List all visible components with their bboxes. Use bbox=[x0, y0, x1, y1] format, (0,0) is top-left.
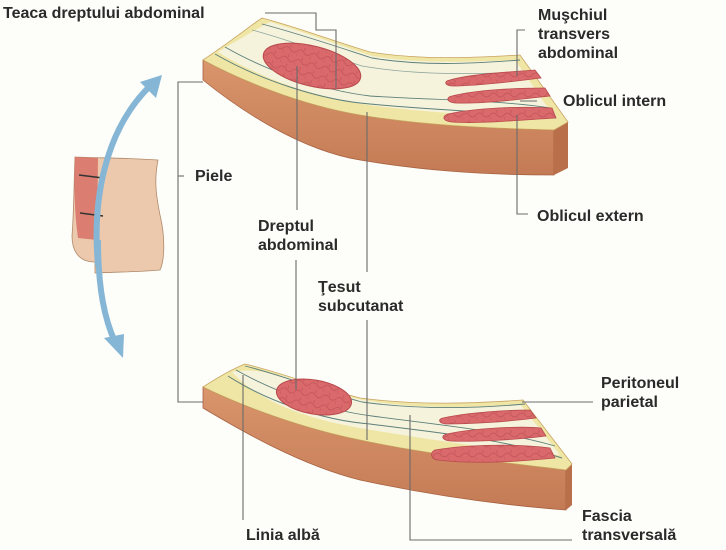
label-external-oblique: Oblicul extern bbox=[537, 208, 644, 225]
label-parietal-peritoneum: Peritoneul parietal bbox=[601, 374, 679, 412]
label-rectus-abdominis: Dreptul abdominal bbox=[258, 217, 338, 255]
label-line: Muşchiul bbox=[538, 7, 608, 24]
label-transversalis-fascia: Fascia transversală bbox=[582, 507, 676, 545]
label-linea-alba: Linia albă bbox=[246, 527, 320, 544]
label-line: abdominal bbox=[258, 237, 339, 254]
top-external-oblique-muscle bbox=[443, 106, 557, 123]
label-transversus-abdominis: Muşchiul transvers abdominal bbox=[538, 6, 618, 63]
label-skin: Piele bbox=[195, 168, 233, 185]
torso-inset bbox=[71, 75, 165, 358]
label-line: parietal bbox=[601, 394, 658, 411]
curved-arrow-down-icon bbox=[95, 239, 118, 344]
top-section-slab bbox=[202, 17, 569, 176]
bottom-section-slab bbox=[202, 363, 573, 511]
label-line: Dreptul bbox=[258, 218, 314, 235]
bottom-internal-oblique-muscle bbox=[442, 426, 547, 442]
bottom-external-oblique-muscle bbox=[431, 444, 556, 463]
label-line: transvers bbox=[538, 26, 611, 43]
bottom-transversus-muscle bbox=[439, 409, 537, 425]
upper-section-marker bbox=[78, 174, 104, 179]
label-line: Fascia bbox=[582, 508, 632, 525]
bottom-rectus-muscle bbox=[275, 378, 353, 416]
leader-lines bbox=[177, 12, 593, 541]
top-internal-oblique-muscle bbox=[447, 87, 551, 104]
label-line: subcutanat bbox=[318, 298, 404, 315]
label-line: Peritoneul bbox=[601, 375, 680, 392]
label-internal-oblique: Oblicul intern bbox=[563, 93, 667, 110]
label-rectus-sheath: Teaca dreptului abdominal bbox=[3, 5, 205, 22]
label-subcutaneous-tissue: Ţesut subcutanat bbox=[318, 278, 403, 316]
label-line: abdominal bbox=[538, 45, 619, 62]
label-line: transversală bbox=[582, 527, 677, 544]
torso-rectus-strip bbox=[74, 157, 98, 240]
label-line: Ţesut bbox=[318, 279, 361, 296]
